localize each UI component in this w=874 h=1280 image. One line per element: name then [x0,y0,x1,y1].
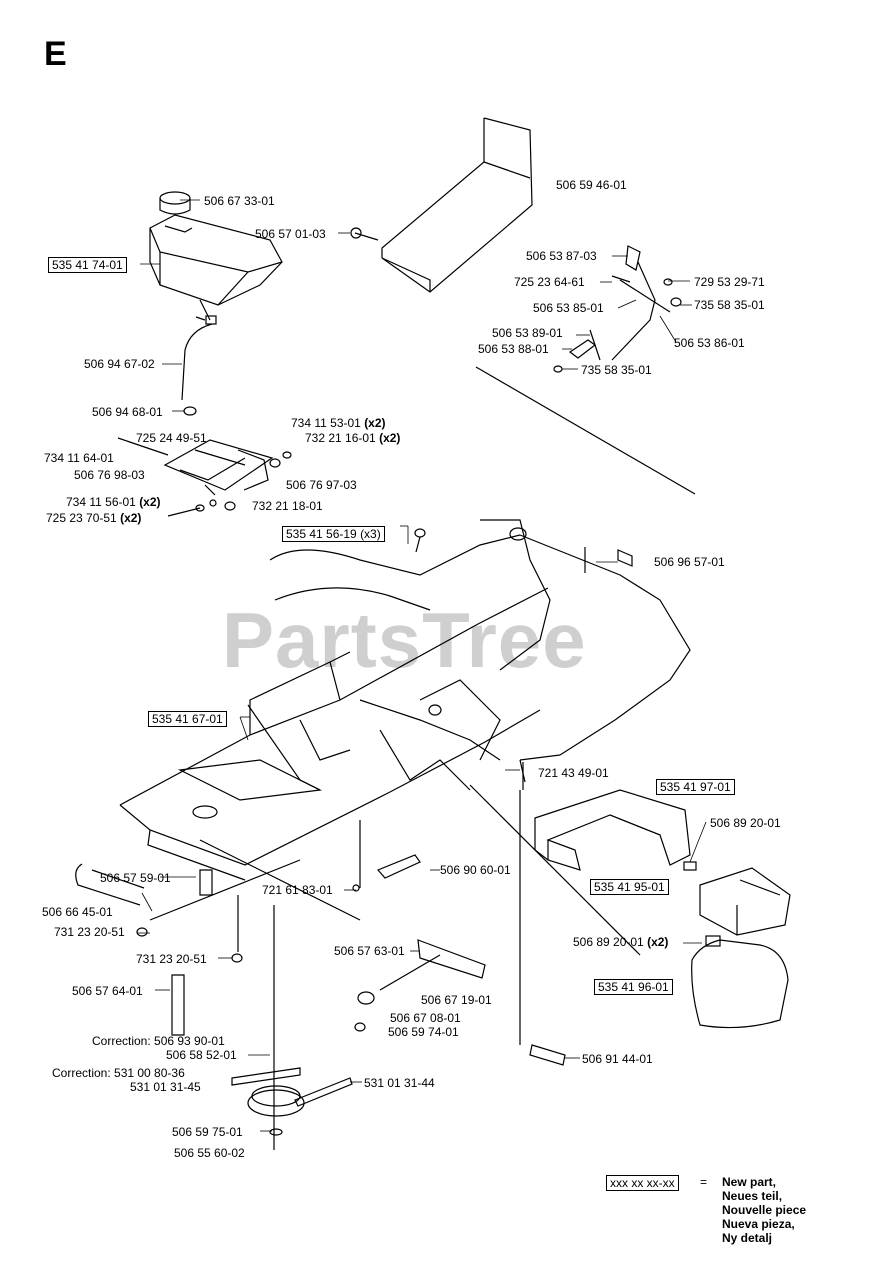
belt-cover-drawing [534,789,697,871]
part-label[interactable]: 721 61 83-01 [262,883,333,897]
part-label[interactable]: 506 59 46-01 [556,178,627,192]
part-label[interactable]: 721 43 49-01 [538,766,609,780]
part-label[interactable]: 735 58 35-01 [581,363,652,377]
new-part-label[interactable]: 535 41 97-01 [656,779,735,795]
footrest-plate-drawing [350,117,533,293]
small-cover-drawing [699,867,791,936]
part-label[interactable]: 506 94 67-02 [84,357,155,371]
new-part-label[interactable]: 535 41 56-19 (x3) [282,526,385,542]
part-number: 732 21 16-01 [305,431,376,445]
part-label[interactable]: 725 24 49-51 [136,431,207,445]
new-part-label[interactable]: 535 41 96-01 [594,979,673,995]
shield-drawing [691,935,789,1029]
part-number: 734 11 56-01 [66,495,136,509]
quantity: (x2) [139,495,161,509]
quantity: (x2) [647,935,669,949]
fuel-hose-drawing [181,315,217,416]
part-label[interactable]: 725 23 70-51 (x2) [46,511,141,525]
part-label[interactable]: 506 55 60-02 [174,1146,245,1160]
part-label[interactable]: 735 58 35-01 [694,298,765,312]
new-part-label[interactable]: 535 41 74-01 [48,257,127,273]
part-label[interactable]: 506 67 19-01 [421,993,492,1007]
part-label[interactable]: 734 11 64-01 [44,451,114,465]
part-label[interactable]: 506 89 20-01 (x2) [573,935,668,949]
quantity: (x2) [364,416,386,430]
quantity: (x2) [120,511,142,525]
part-number: 506 89 20-01 [573,935,644,949]
part-label[interactable]: 506 76 97-03 [286,478,357,492]
part-label[interactable]: 506 57 01-03 [255,227,326,241]
part-label[interactable]: 506 53 87-03 [526,249,597,263]
part-label[interactable]: 506 59 75-01 [172,1125,243,1139]
part-label[interactable]: 506 96 57-01 [654,555,725,569]
new-part-label[interactable]: 535 41 67-01 [148,711,227,727]
quantity: (x2) [379,431,401,445]
legend-new-part-key: xxx xx xx-xx [606,1175,679,1191]
new-part-label[interactable]: 535 41 95-01 [590,879,669,895]
part-label[interactable]: Correction: 506 93 90-01 [92,1034,225,1048]
legend-item: New part, [722,1175,777,1189]
part-number: 734 11 53-01 [291,416,361,430]
part-label[interactable]: 725 23 64-61 [514,275,585,289]
part-label[interactable]: 506 89 20-01 [710,816,781,830]
part-label[interactable]: 506 53 85-01 [533,301,604,315]
part-label[interactable]: 731 23 20-51 [54,925,125,939]
part-number: 725 23 70-51 [46,511,117,525]
part-label[interactable]: 732 21 16-01 (x2) [305,431,400,445]
legend-item: Neues teil, [722,1189,783,1203]
part-label[interactable]: 506 90 60-01 [440,863,511,877]
part-label[interactable]: 506 58 52-01 [166,1048,237,1062]
fasteners-drawing [352,528,633,892]
part-label[interactable]: 531 01 31-45 [130,1080,201,1094]
part-label[interactable]: 506 94 68-01 [92,405,163,419]
watermark: PartsTree [222,596,587,684]
part-label[interactable]: 732 21 18-01 [252,499,323,513]
part-label[interactable]: 506 67 08-01 [390,1011,461,1025]
part-label[interactable]: 506 59 74-01 [388,1025,459,1039]
legend-equals: = [700,1175,708,1189]
part-label[interactable]: 506 91 44-01 [582,1052,653,1066]
legend-item: Nueva pieza, [722,1217,795,1231]
leader-lines [137,199,707,1132]
legend-item: Ny detalj [722,1231,773,1245]
fuel-tank-drawing [149,191,283,321]
bracket-plates-drawing [117,437,292,517]
part-label[interactable]: 506 53 86-01 [674,336,745,350]
part-label[interactable]: 506 76 98-03 [74,468,145,482]
legend-list: New part, Neues teil, Nouvelle piece Nue… [722,1175,806,1245]
part-label[interactable]: 734 11 56-01 (x2) [66,495,161,509]
part-label[interactable]: 506 67 33-01 [204,194,275,208]
pedal-assembly-drawing [475,245,696,495]
part-label[interactable]: Correction: 531 00 80-36 [52,1066,185,1080]
part-label[interactable]: 729 53 29-71 [694,275,765,289]
section-letter: E [44,35,67,73]
part-label[interactable]: 531 01 31-44 [364,1076,435,1090]
part-label[interactable]: 506 53 89-01 [492,326,563,340]
part-label[interactable]: 506 66 45-01 [42,905,113,919]
part-label[interactable]: 506 57 64-01 [72,984,143,998]
part-label[interactable]: 734 11 53-01 (x2) [291,416,386,430]
part-label[interactable]: 731 23 20-51 [136,952,207,966]
chassis-frame-drawing [119,519,691,956]
legend-item: Nouvelle piece [722,1203,807,1217]
part-label[interactable]: 506 57 63-01 [334,944,405,958]
pulley-drawing [231,1067,353,1136]
part-label[interactable]: 506 53 88-01 [478,342,549,356]
part-label[interactable]: 506 57 59-01 [100,871,171,885]
springs-and-rods-drawing [75,762,566,1150]
